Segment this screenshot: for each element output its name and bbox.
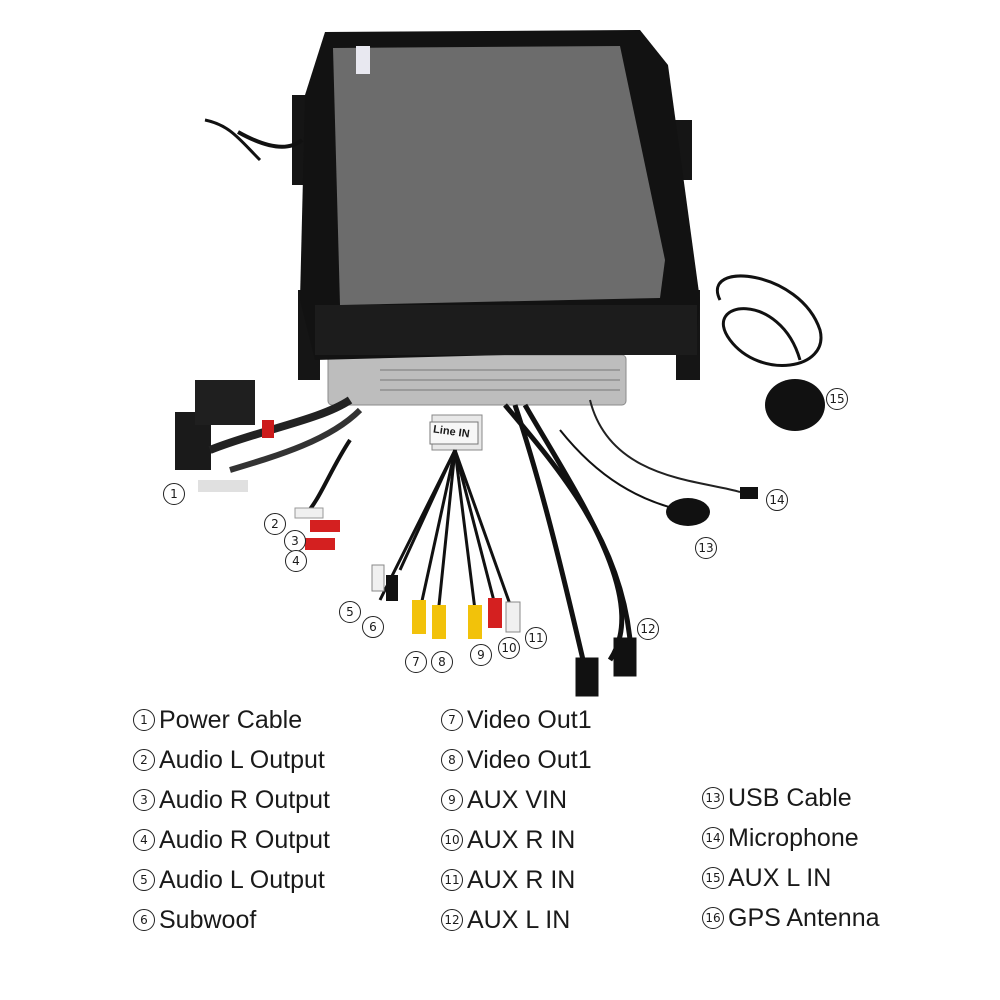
- legend-number: 4: [133, 829, 155, 851]
- legend-label: Audio R Output: [159, 826, 330, 854]
- callout-7: 7: [405, 651, 427, 673]
- aux-l-in-lead: [589, 399, 758, 499]
- legend-label: AUX R IN: [467, 826, 576, 854]
- central-cable-bundle: [378, 414, 514, 616]
- legend-label: Subwoof: [159, 906, 257, 934]
- legend-number: 11: [441, 869, 463, 891]
- legend-number: 15: [702, 867, 724, 889]
- line-in-tag: [429, 421, 479, 445]
- callout-14: 14: [766, 489, 788, 511]
- callout-2: 2: [264, 513, 286, 535]
- legend-label: GPS Antenna: [728, 904, 880, 932]
- callout-8: 8: [431, 651, 453, 673]
- microphone: [559, 429, 710, 526]
- callout-10: 10: [498, 637, 520, 659]
- legend-label: USB Cable: [728, 784, 852, 812]
- legend-label: AUX R IN: [467, 866, 576, 894]
- screen-sticker: [356, 46, 370, 74]
- legend-number: 14: [702, 827, 724, 849]
- legend-number: 1: [133, 709, 155, 731]
- rca-plugs-center: [371, 564, 521, 639]
- legend-number: 13: [702, 787, 724, 809]
- gps-antenna: [716, 274, 825, 431]
- callout-15: 15: [826, 388, 848, 410]
- legend-number: 16: [702, 907, 724, 929]
- legend-number: 6: [133, 909, 155, 931]
- display-screen: [333, 46, 665, 305]
- callout-12: 12: [637, 618, 659, 640]
- legend-label: Power Cable: [159, 706, 303, 734]
- legend-label: AUX L IN: [728, 864, 832, 892]
- chassis-vents: [380, 369, 620, 391]
- callout-9: 9: [470, 644, 492, 666]
- legend-label: AUX VIN: [467, 786, 568, 814]
- callout-11: 11: [525, 627, 547, 649]
- usb-cables: [503, 403, 637, 697]
- callout-4: 4: [285, 550, 307, 572]
- display-lower-trim: [315, 305, 697, 355]
- product-photo: [175, 30, 825, 697]
- legend-label: Audio L Output: [159, 866, 325, 894]
- legend-number: 10: [441, 829, 463, 851]
- legend-label: Audio R Output: [159, 786, 330, 814]
- legend-label: Microphone: [728, 824, 859, 852]
- wiring-harness: [175, 118, 363, 492]
- legend-number: 5: [133, 869, 155, 891]
- legend-number: 9: [441, 789, 463, 811]
- legend-number: 2: [133, 749, 155, 771]
- legend-label: Video Out1: [467, 706, 592, 734]
- callout-1: 1: [163, 483, 185, 505]
- legend-label: AUX L IN: [467, 906, 571, 934]
- legend-label: Audio L Output: [159, 746, 325, 774]
- legend-label: Video Out1: [467, 746, 592, 774]
- callout-13: 13: [695, 537, 717, 559]
- callout-3: 3: [284, 530, 306, 552]
- legend-number: 8: [441, 749, 463, 771]
- callout-6: 6: [362, 616, 384, 638]
- legend-number: 3: [133, 789, 155, 811]
- rca-audio-outputs: [294, 438, 352, 550]
- legend-number: 12: [441, 909, 463, 931]
- legend-number: 7: [441, 709, 463, 731]
- callout-5: 5: [339, 601, 361, 623]
